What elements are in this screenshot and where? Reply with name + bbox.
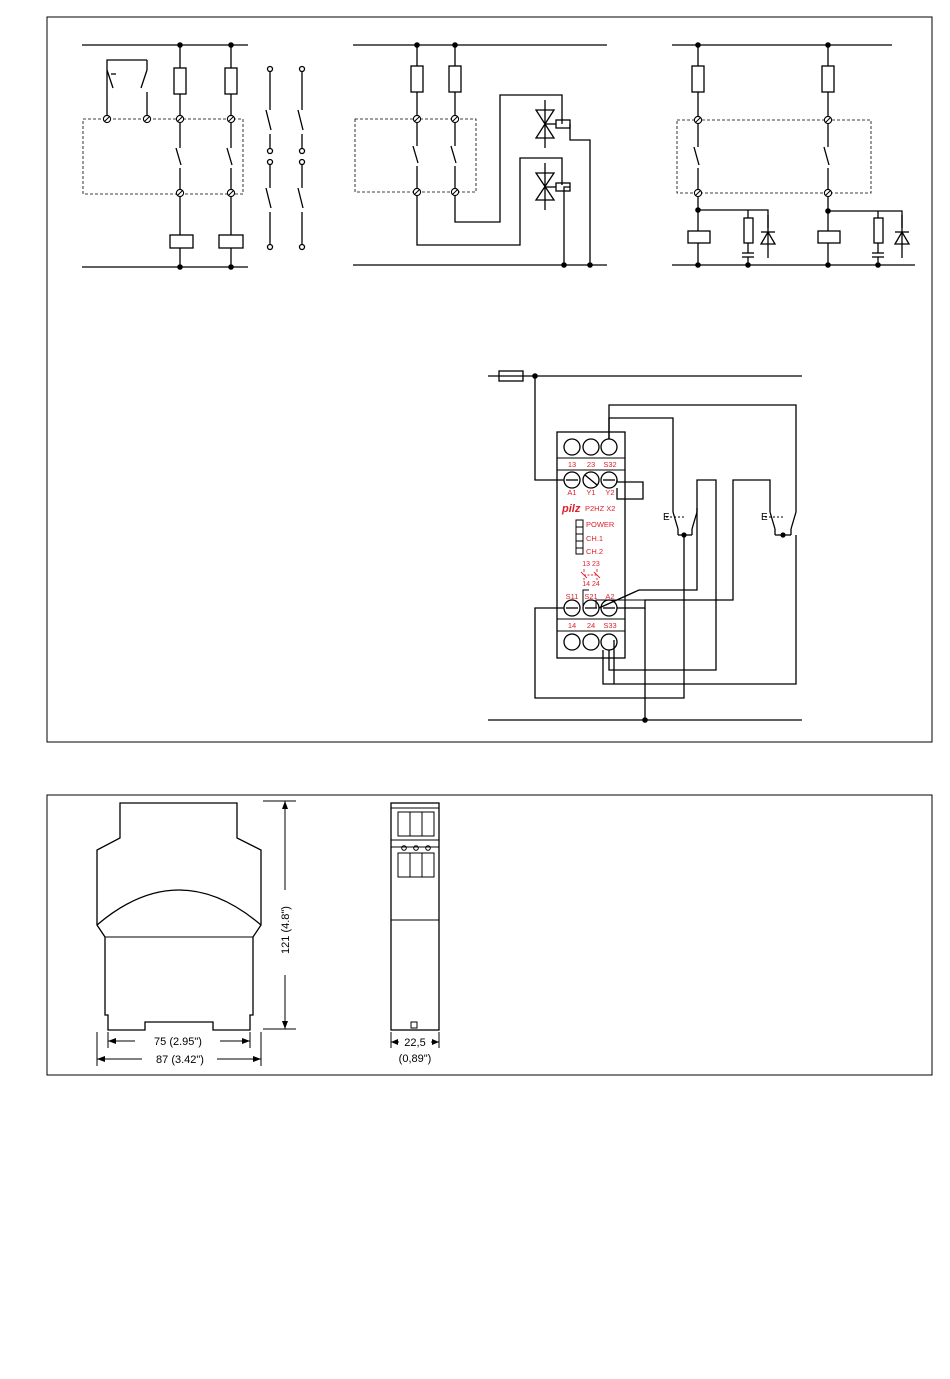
height-label: 121 (4.8") [280, 906, 292, 954]
switch-label: E [761, 512, 768, 523]
led-indicator [576, 534, 583, 541]
depth-in-label: (0,89") [399, 1053, 432, 1065]
housing-side-view [391, 803, 439, 1030]
fuse-symbol [822, 66, 834, 92]
diode-symbol [761, 215, 775, 258]
led-label-power: POWER [586, 520, 615, 529]
led-indicator [576, 527, 583, 534]
housing-front-view [97, 803, 261, 1030]
terminal-label: S11 [566, 592, 579, 601]
resistor-symbol [874, 218, 883, 243]
terminal-label: Y2 [605, 488, 614, 497]
inner-width-label: 75 (2.95") [154, 1036, 202, 1048]
width-dimension: 75 (2.95") 87 (3.42") [97, 1032, 261, 1066]
terminal-row-s11 [564, 600, 617, 616]
screw-terminals [103, 115, 831, 196]
contacts-label-bottom: 14 24 [582, 581, 600, 588]
fuse-symbol [692, 66, 704, 92]
terminal-label: S32 [603, 460, 616, 469]
depth-dimension: 22,5 (0,89") [391, 1032, 439, 1065]
terminal-label: Y1 [586, 488, 595, 497]
contact-symbol [581, 569, 600, 580]
diode-symbol [895, 215, 909, 258]
resistor-symbol [744, 218, 753, 243]
fuse-symbol [411, 66, 423, 92]
fuse-symbol [225, 68, 237, 94]
terminal-label: 23 [587, 460, 595, 469]
depth-mm-label: 22,5 [404, 1037, 425, 1049]
model-label: P2HZ X2 [585, 504, 615, 513]
brand-logo: pilz [561, 503, 581, 515]
terminal-row-a1 [564, 472, 617, 488]
height-dimension: 121 (4.8") [263, 801, 296, 1029]
switch-label: E [663, 512, 670, 523]
terminal-label: 13 [568, 460, 576, 469]
circuit-diagram-3 [672, 42, 915, 268]
terminal-row-top [564, 439, 617, 455]
solenoid-valve [536, 100, 570, 148]
led-label-ch1: CH.1 [586, 534, 603, 543]
external-contacts [266, 67, 305, 250]
terminal-label: 14 [568, 621, 576, 630]
led-label-ch2: CH.2 [586, 547, 603, 556]
terminal-label: A1 [567, 488, 576, 497]
dimensions-panel-frame [47, 795, 932, 1075]
relay-coil [818, 231, 840, 243]
device-outline [677, 120, 871, 193]
terminal-row-bottom [564, 634, 617, 650]
led-indicator [576, 520, 583, 527]
emergency-stop-switch: E [761, 508, 796, 538]
fuse-symbol [174, 68, 186, 94]
main-wiring-diagram: 13 23 S32 A1 Y1 Y2 S11 S21 A2 14 24 S33 … [488, 371, 802, 723]
relay-coil [688, 231, 710, 243]
relay-coil [170, 235, 193, 248]
terminal-label: 24 [587, 621, 595, 630]
relay-coil [219, 235, 243, 248]
terminal-label: S33 [603, 621, 616, 630]
led-indicator [576, 541, 583, 548]
led-indicator [576, 548, 583, 554]
circuit-diagram-2 [353, 42, 607, 268]
contacts-label-top: 13 23 [582, 561, 600, 568]
emergency-stop-switch: E [663, 508, 697, 538]
circuit-diagram-1 [82, 42, 305, 270]
device-outline [83, 119, 243, 194]
outer-width-label: 87 (3.42") [156, 1054, 204, 1066]
fuse-symbol [449, 66, 461, 92]
